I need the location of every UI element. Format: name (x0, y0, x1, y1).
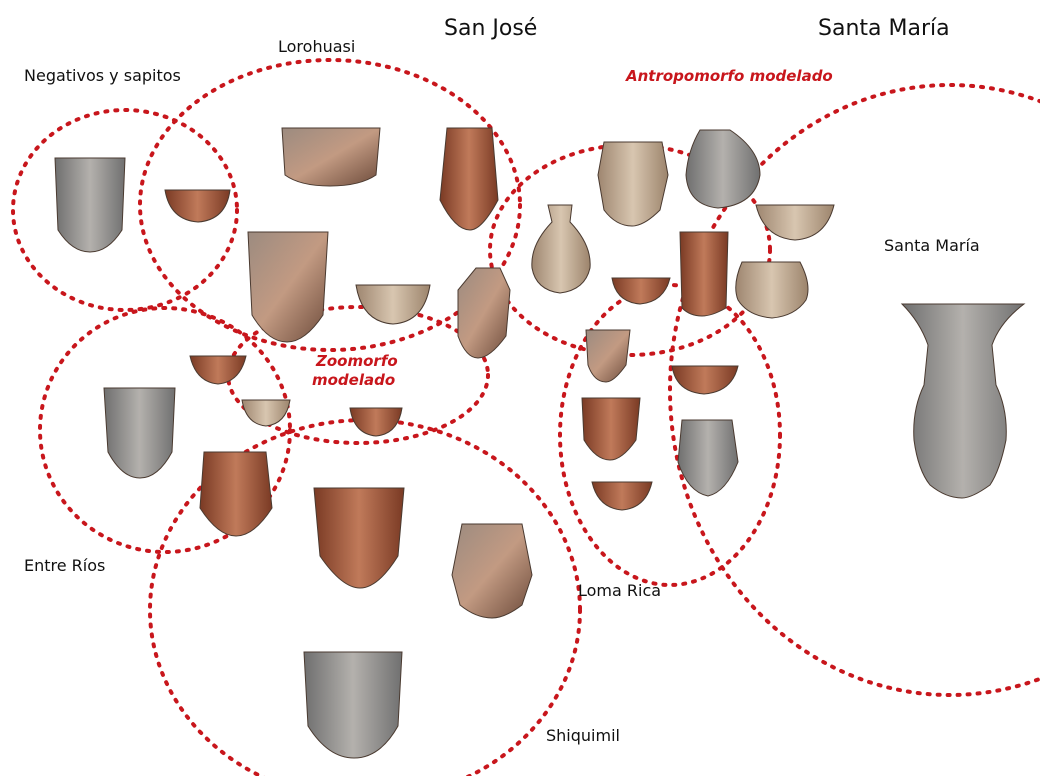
vessel-antro-1 (532, 205, 590, 293)
label-shiquimil: Shiquimil (546, 726, 620, 745)
vessel-lorohuasi-bowl (356, 285, 430, 324)
label-entre-rios: Entre Ríos (24, 556, 105, 575)
heading-san-jose: San José (444, 16, 537, 41)
vessel-zoomorfo-bowl-1 (190, 356, 246, 384)
label-negativos-y-sapitos: Negativos y sapitos (24, 66, 181, 85)
vessel-entre-rios-jar (104, 388, 175, 478)
vessel-san-jose-2 (458, 268, 510, 358)
label-modelado: modelado (312, 371, 395, 389)
vessel-zoomorfo-bowl-2 (242, 400, 290, 426)
vessel-entre-rios-2 (200, 452, 272, 536)
vessel-shiquimil-2 (452, 524, 532, 618)
vessel-loma-rica-bowl-1 (672, 366, 738, 394)
label-santa-maria: Santa María (884, 236, 980, 255)
vessel-shiquimil-3 (304, 652, 402, 758)
vessel-negativos-bowl (165, 190, 230, 222)
heading-santa-maria: Santa María (818, 16, 950, 41)
label-zoomorfo: Zoomorfo (316, 352, 398, 370)
vessel-antro-3 (686, 130, 760, 208)
vessel-antro-6 (736, 262, 808, 318)
vessel-loma-rica-1 (586, 330, 630, 382)
vessel-lorohuasi-tall (248, 232, 328, 342)
vessel-loma-rica-bowl-2 (592, 482, 652, 510)
vessel-antro-5 (680, 232, 728, 316)
vessel-shiquimil-1 (314, 488, 404, 588)
label-antropomorfo-modelado: Antropomorfo modelado (626, 67, 833, 85)
vessel-loma-rica-2 (582, 398, 640, 460)
vessel-santa-maria-urn (902, 304, 1024, 498)
label-loma-rica: Loma Rica (578, 581, 661, 600)
vessel-lorohuasi-box (282, 128, 380, 186)
vessel-antro-4 (756, 205, 834, 240)
vessel-san-jose-1 (440, 128, 498, 230)
label-lorohuasi: Lorohuasi (278, 37, 355, 56)
vessel-loma-rica-3 (678, 420, 738, 496)
vessel-negativos-jar (55, 158, 125, 252)
vessel-antro-2 (598, 142, 668, 226)
vessel-zoomorfo-bowl-3 (350, 408, 402, 436)
